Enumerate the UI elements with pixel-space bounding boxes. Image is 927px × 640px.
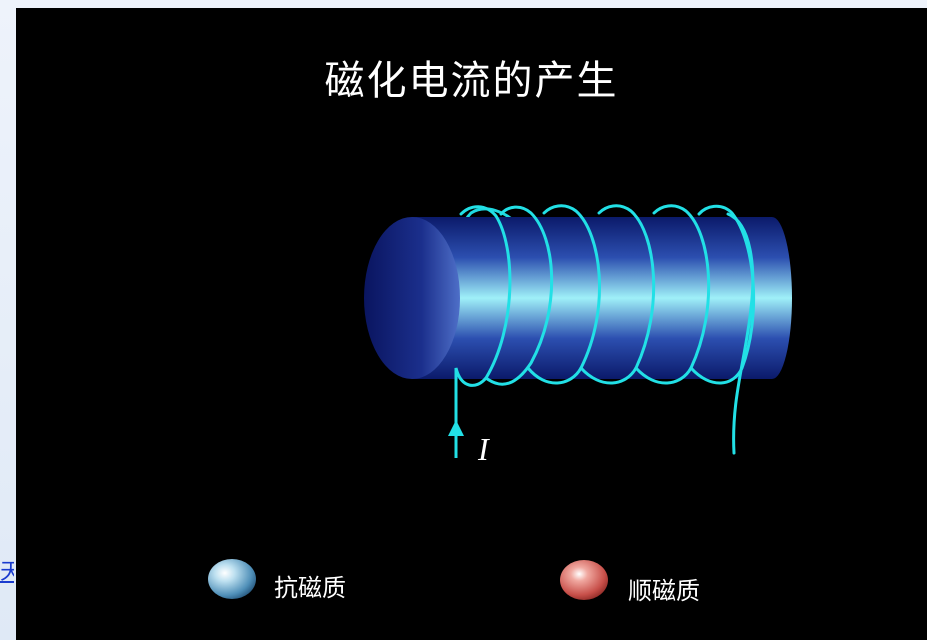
coil-front [454,204,756,455]
legend-diamagnetic-label: 抗磁质 [274,574,346,602]
legend-paramagnetic-label: 顺磁质 [628,577,700,605]
cylinder-body [412,217,772,379]
edge-link[interactable]: 天 [0,560,14,585]
paramagnetic-ball-icon [560,560,608,600]
solenoid-diagram: I [208,204,792,600]
current-label: I [477,431,490,467]
cylinder-right-end [752,217,792,379]
cylinder-left-cap [364,217,460,379]
diamagnetic-ball-icon [208,559,256,599]
page-title: 磁化电流的产生 [324,58,619,104]
animation-stage: 磁化电流的产生 [16,8,927,640]
arrow-up-icon [448,420,464,436]
